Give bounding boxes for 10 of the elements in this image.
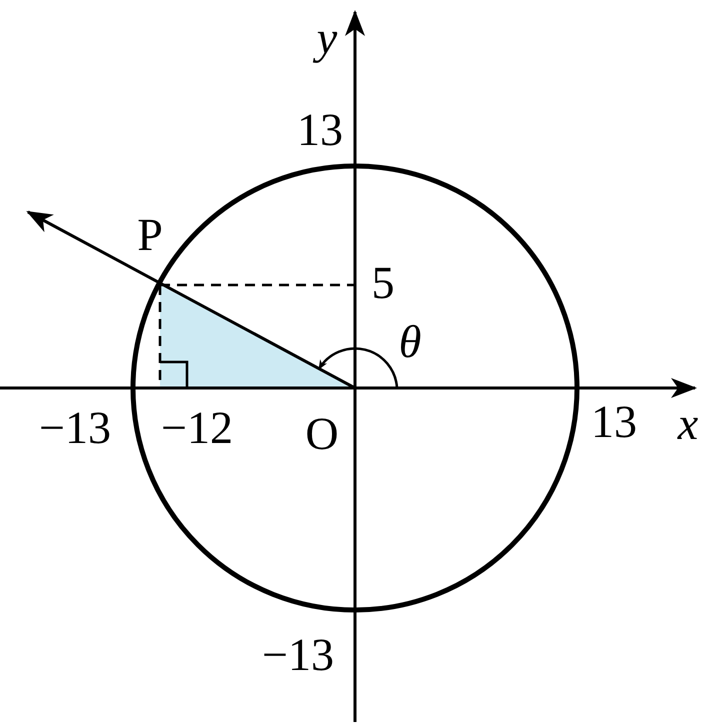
tick-label: −13: [262, 632, 334, 678]
tick-label: 5: [372, 260, 394, 306]
tick-label: −12: [161, 405, 233, 451]
angle-label: θ: [398, 319, 422, 365]
tick-label: 13: [297, 107, 343, 153]
axis-label: x: [678, 401, 698, 447]
point-label: P: [137, 212, 163, 258]
tick-label: −13: [39, 405, 111, 451]
point-label: O: [305, 411, 339, 457]
tick-label: 13: [591, 399, 637, 445]
